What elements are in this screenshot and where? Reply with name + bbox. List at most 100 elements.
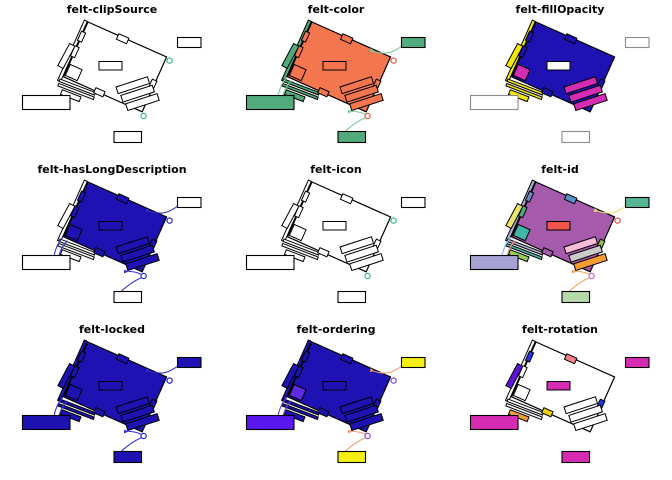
- attribute-panel: felt-fillOpacity: [448, 0, 672, 160]
- stair-rect-1: [339, 236, 375, 255]
- left-edge-mark-b: [517, 205, 528, 219]
- middle-rect: [98, 381, 123, 391]
- label-box-top-right: [176, 356, 202, 369]
- panel-scene: [469, 339, 650, 464]
- medium-strip: [505, 42, 524, 70]
- middle-rect: [322, 221, 347, 231]
- top-edge-notch: [563, 193, 578, 205]
- stair-rect-1: [339, 396, 375, 415]
- left-edge-mark-a: [300, 30, 311, 43]
- anchor-circle-right: [390, 57, 397, 64]
- connector-line-left-1: [277, 396, 288, 417]
- top-edge-notch: [339, 33, 354, 45]
- anchor-circle-right: [166, 217, 173, 224]
- left-edge-mark-a: [524, 30, 535, 43]
- stair-rect-2: [344, 84, 380, 103]
- label-box-left: [245, 414, 295, 431]
- bottom-edge-mark: [93, 247, 106, 258]
- attribute-panel: felt-color: [224, 0, 448, 160]
- middle-rect: [546, 61, 571, 71]
- connector-line-bottom: [120, 269, 142, 293]
- top-edge-notch: [563, 353, 578, 365]
- stair-rect-3: [349, 93, 384, 112]
- anchor-circle-bottom: [588, 272, 595, 280]
- panel-title: felt-color: [307, 3, 365, 16]
- attribute-panel: felt-hasLongDescription: [0, 160, 224, 320]
- connector-line-bottom: [568, 269, 590, 293]
- left-edge-mark-a: [76, 30, 87, 43]
- label-box-left: [469, 254, 519, 271]
- attribute-panel: felt-icon: [224, 160, 448, 320]
- panel-title: felt-rotation: [522, 323, 598, 336]
- anchor-circle-right: [166, 57, 173, 64]
- stair-rect-1: [563, 236, 599, 255]
- left-edge-mark-a: [524, 190, 535, 203]
- anchor-circle-bottom: [140, 432, 147, 440]
- label-box-top-right: [400, 36, 426, 49]
- track-strip-b: [281, 82, 319, 101]
- arrowhead: [124, 269, 129, 274]
- attribute-panel: felt-rotation: [448, 320, 672, 480]
- left-edge-mark-b: [293, 205, 304, 219]
- connector-line-bottom: [344, 109, 366, 133]
- top-edge-notch: [115, 193, 130, 205]
- left-edge-mark-b: [69, 365, 80, 379]
- panel-title: felt-id: [541, 163, 579, 176]
- left-edge-mark-b: [293, 365, 304, 379]
- label-box-top-right: [400, 196, 426, 209]
- track-strip-b: [57, 402, 95, 421]
- panel-title: felt-icon: [310, 163, 362, 176]
- stair-rect-3: [349, 413, 384, 432]
- medium-strip: [57, 202, 76, 230]
- panel-title: felt-fillOpacity: [515, 3, 605, 16]
- label-box-bottom: [113, 130, 143, 144]
- anchor-circle-right: [614, 217, 621, 224]
- left-edge-mark-a: [524, 350, 535, 363]
- middle-rect: [98, 221, 123, 231]
- arrowhead: [145, 208, 151, 212]
- attribute-panel: felt-clipSource: [0, 0, 224, 160]
- panel-scene: [469, 179, 650, 304]
- label-box-left: [469, 414, 519, 431]
- anchor-circle-right: [166, 377, 173, 384]
- connector-line-bottom: [120, 429, 142, 453]
- corner-square: [512, 223, 531, 242]
- bottom-edge-mark: [541, 407, 554, 418]
- middle-rect: [322, 381, 347, 391]
- top-edge-notch: [339, 193, 354, 205]
- arrowhead: [124, 429, 129, 434]
- corner-square: [64, 383, 83, 402]
- left-edge-mark-b: [293, 45, 304, 59]
- attribute-panel: felt-id: [448, 160, 672, 320]
- connector-line-top-right: [369, 45, 403, 54]
- connector-line-left-1: [53, 396, 64, 417]
- track-strip-b: [281, 402, 319, 421]
- stair-rect-3: [125, 93, 160, 112]
- stair-rect-3: [573, 413, 608, 432]
- connector-line-left-2: [282, 400, 292, 417]
- label-box-left: [21, 414, 71, 431]
- arrowhead: [572, 269, 577, 274]
- attribute-panel: felt-locked: [0, 320, 224, 480]
- stair-rect-3: [573, 253, 608, 272]
- panel-title: felt-clipSource: [66, 3, 158, 16]
- bottom-edge-mark: [317, 407, 330, 418]
- label-box-top-right: [624, 356, 650, 369]
- connector-line-left-2: [506, 240, 516, 257]
- label-box-top-right: [624, 36, 650, 49]
- anchor-circle-bottom: [364, 112, 371, 120]
- label-box-top-right: [624, 196, 650, 209]
- arrowhead: [593, 208, 599, 212]
- stair-rect-2: [568, 244, 604, 263]
- label-box-top-right: [176, 36, 202, 49]
- anchor-circle-bottom: [140, 112, 147, 120]
- bottom-edge-mark: [317, 247, 330, 258]
- anchor-circle-bottom: [364, 272, 371, 280]
- stair-rect-2: [120, 404, 156, 423]
- stair-rect-1: [115, 76, 151, 95]
- connector-line-left-2: [58, 240, 68, 257]
- arrowhead: [369, 48, 375, 52]
- connector-line-left-2: [58, 400, 68, 417]
- bottom-edge-mark: [317, 87, 330, 98]
- anchor-circle-right: [390, 377, 397, 384]
